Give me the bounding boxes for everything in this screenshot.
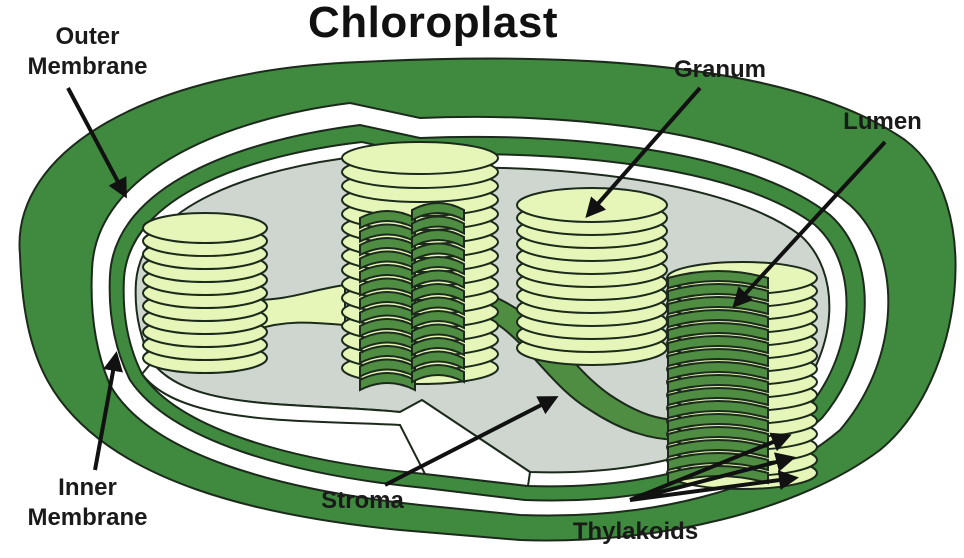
thylakoid-cut-right (411, 364, 465, 384)
thylakoid-cut-right (411, 269, 465, 290)
thylakoid-cut-face (667, 452, 769, 472)
arrow-stroma (384, 396, 559, 487)
arrow-inner-membrane (93, 351, 123, 471)
granum-center (341, 141, 499, 392)
arrow-thylakoid-2 (629, 452, 796, 502)
thylakoid-cut-right (411, 229, 465, 249)
thylakoid-cut-face (667, 309, 769, 329)
arrow-granum (585, 86, 702, 219)
label-stroma: Stroma (321, 487, 404, 514)
thylakoid-cut-right (411, 242, 465, 263)
thylakoid-cut-right (411, 283, 465, 303)
thylakoid-disc (341, 141, 499, 175)
thylakoid-cut-face (667, 400, 769, 420)
thylakoid-cut-right (411, 323, 465, 344)
thylakoid-cut-face (667, 348, 769, 368)
arrow-thylakoid-1 (629, 432, 792, 502)
thylakoid-cut-right (411, 350, 465, 371)
label-thylakoids: Thylakoids (572, 518, 699, 545)
granum-right (516, 187, 668, 366)
thylakoid-disc (142, 212, 268, 244)
thylakoid-cut-face (667, 270, 769, 290)
thylakoid-cut-face (667, 361, 769, 381)
arrow-lumen (732, 140, 887, 308)
diagram-title: Chloroplast (308, 0, 558, 47)
arrow-thylakoid-3 (629, 470, 799, 502)
thylakoid-cut-right (411, 256, 465, 276)
thylakoid-cut-right (411, 296, 465, 317)
thylakoid-cut-right (411, 202, 465, 222)
thylakoid-cut-right (411, 215, 465, 236)
thylakoid-cut-face (667, 322, 769, 342)
stroma-cut-edge (140, 360, 532, 488)
label-granum: Granum (673, 56, 766, 83)
thylakoid-cut-face (667, 387, 769, 407)
label-inner-membrane: Inner Membrane (27, 474, 148, 531)
thylakoid-cut-face (667, 374, 769, 394)
thylakoid-cut-right (411, 310, 465, 330)
label-lumen: Lumen (843, 108, 922, 135)
thylakoid-disc (516, 187, 668, 223)
arrow-outer-membrane (66, 87, 127, 199)
thylakoid-cut-face (667, 439, 769, 459)
thylakoid-cut-face (667, 335, 769, 355)
label-outer-membrane: Outer Membrane (27, 23, 148, 80)
thylakoid-cut-left (359, 372, 416, 392)
granum-left (142, 212, 268, 374)
thylakoid-cut-face (667, 413, 769, 433)
thylakoid-cut-right (411, 337, 465, 357)
